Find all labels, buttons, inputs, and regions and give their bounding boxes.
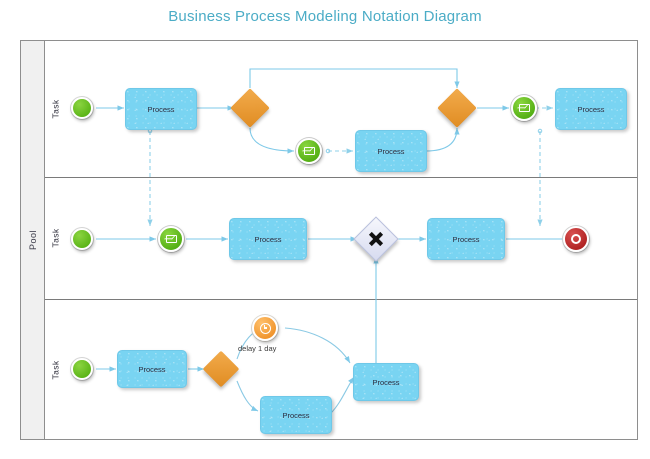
lane-label-2-text: Task	[50, 228, 61, 248]
task-lane3-1[interactable]: Process	[117, 350, 187, 388]
task-lane1-1-label: Process	[147, 104, 175, 114]
envelope-icon	[518, 104, 530, 112]
exclusive-gateway-lane1-2[interactable]	[437, 88, 477, 128]
pool-label-text: Pool	[27, 229, 38, 251]
exclusive-gateway-lane3[interactable]	[202, 350, 240, 388]
task-lane1-2[interactable]: Process	[355, 130, 427, 172]
message-event-lane1-1[interactable]	[296, 138, 322, 164]
lane-label-1-text: Task	[50, 99, 61, 119]
clock-icon	[259, 322, 271, 334]
message-event-lane1-2[interactable]	[511, 95, 537, 121]
edge-l1-gw1-msg1	[249, 127, 295, 154]
diagram-canvas: Pool Task Task Task	[20, 40, 638, 440]
lane-label-2: Task	[46, 177, 66, 299]
message-event-lane2[interactable]	[158, 226, 184, 252]
envelope-icon	[303, 147, 315, 155]
task-lane3-3-label: Process	[372, 377, 400, 387]
task-lane1-3-label: Process	[577, 104, 605, 114]
end-event-lane2[interactable]	[563, 226, 589, 252]
edge-l3-timer-task3	[284, 327, 351, 364]
timer-event-lane3[interactable]	[252, 315, 278, 341]
start-event-lane3[interactable]	[71, 358, 93, 380]
parallel-gateway-plus-icon	[360, 223, 392, 255]
task-lane3-3[interactable]: Process	[353, 363, 419, 401]
edge-l3-task2-task3	[330, 376, 355, 414]
start-event-lane1[interactable]	[71, 97, 93, 119]
task-lane1-3[interactable]: Process	[555, 88, 627, 130]
end-event-ring-icon	[571, 234, 581, 244]
task-lane1-2-label: Process	[377, 146, 405, 156]
edge-l1-task2-gw2	[425, 127, 460, 152]
task-lane2-1-label: Process	[254, 234, 282, 244]
task-lane2-2[interactable]: Process	[427, 218, 505, 260]
task-lane3-1-label: Process	[138, 364, 166, 374]
page-title: Business Process Modeling Notation Diagr…	[168, 8, 482, 25]
exclusive-gateway-lane1-1[interactable]	[230, 88, 270, 128]
edge-l1-gw1-top-gw2	[249, 68, 460, 88]
task-lane2-1[interactable]: Process	[229, 218, 307, 260]
task-lane3-2[interactable]: Process	[260, 396, 332, 434]
lane-label-3-text: Task	[50, 360, 61, 380]
task-lane3-2-label: Process	[282, 410, 310, 420]
start-event-lane2[interactable]	[71, 228, 93, 250]
timer-event-label: delay 1 day	[238, 344, 277, 353]
connector-layer	[96, 68, 573, 414]
pool-header	[21, 41, 45, 439]
lane-label-1: Task	[46, 41, 66, 177]
envelope-icon	[165, 235, 177, 243]
task-lane1-1[interactable]: Process	[125, 88, 197, 130]
edge-l3-gw-task2	[236, 380, 259, 412]
pool-label: Pool	[21, 41, 45, 439]
lane-divider-1	[45, 177, 637, 178]
lane-divider-2	[45, 299, 637, 300]
lane-label-3: Task	[46, 299, 66, 441]
task-lane2-2-label: Process	[452, 234, 480, 244]
